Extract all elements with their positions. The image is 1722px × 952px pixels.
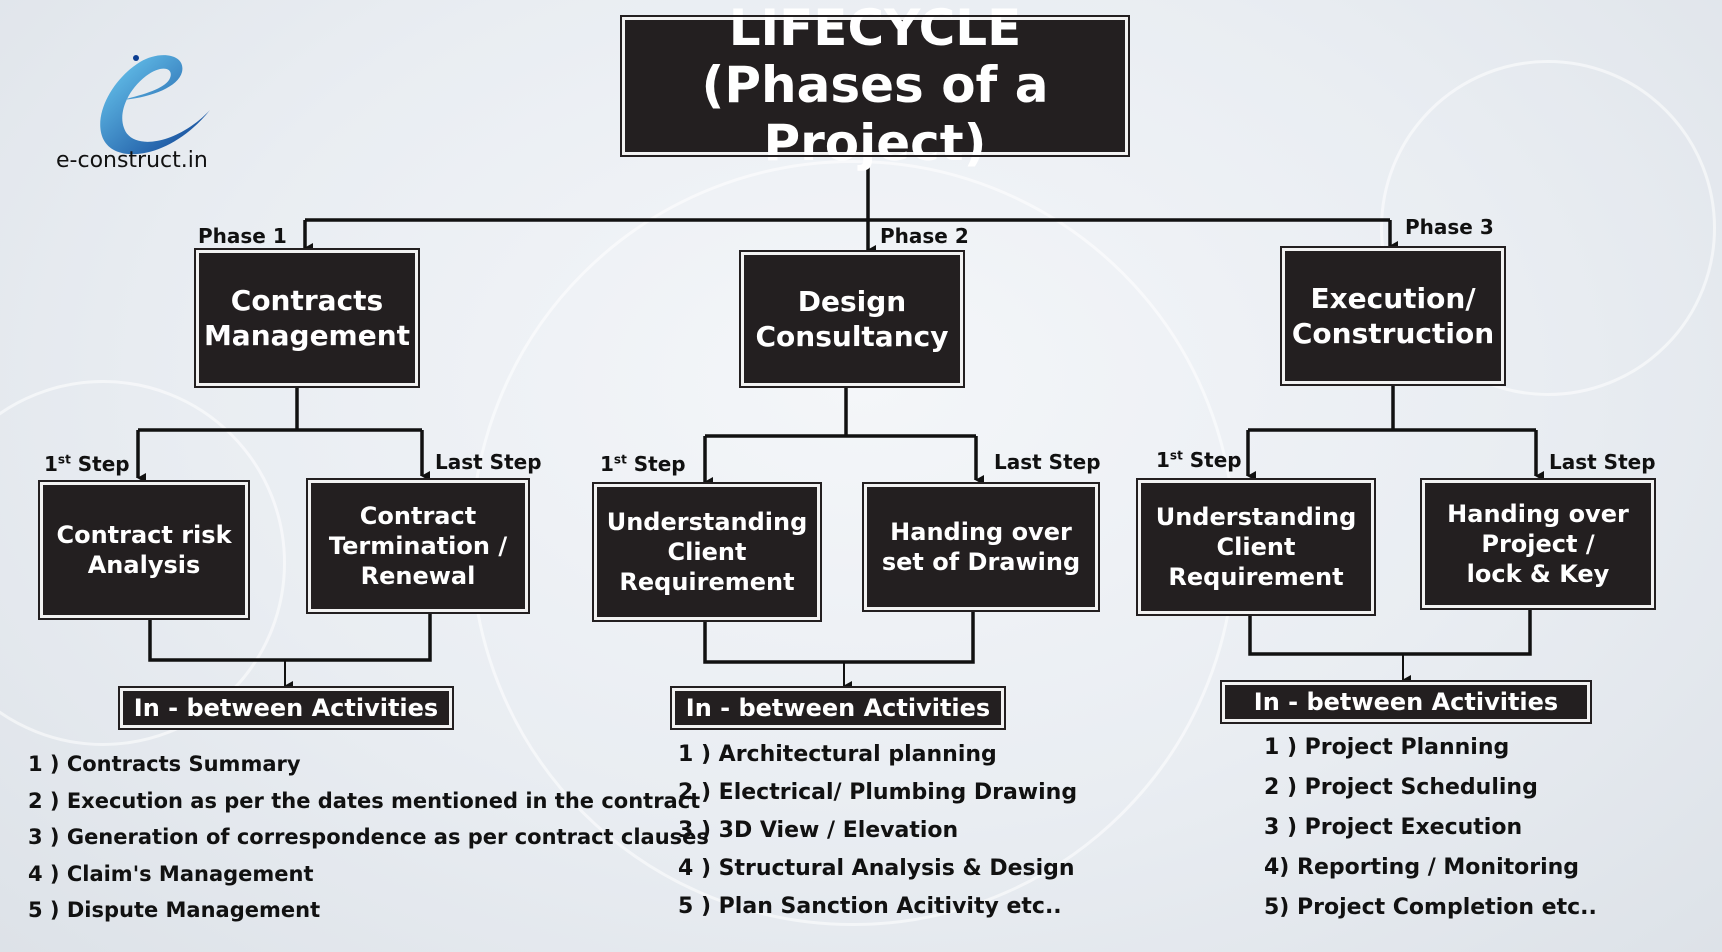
step-line: Project / <box>1481 530 1595 558</box>
logo <box>50 28 230 178</box>
phase-3-name-line: Execution/ <box>1310 282 1476 315</box>
phase-2-first-step-tag: 1st Step <box>600 452 686 476</box>
phase-2-first-step-box: Understanding Client Requirement <box>592 482 822 622</box>
step-line: Client <box>667 538 747 566</box>
phase-1-box: Contracts Management <box>194 248 420 388</box>
step-line: Requirement <box>1168 563 1344 591</box>
list-item: 3 ) 3D View / Elevation <box>678 818 959 843</box>
list-item: 4 ) Claim's Management <box>28 861 314 886</box>
step-line: Contract risk <box>56 521 232 549</box>
list-item: 3 ) Project Execution <box>1264 815 1523 840</box>
title-line-1: LIFECYCLE <box>728 0 1022 57</box>
phase-1-first-step-tag: 1st Step <box>44 452 130 476</box>
title-line-2: (Phases of a Project) <box>701 56 1049 172</box>
list-item: 2 ) Electrical/ Plumbing Drawing <box>678 780 1078 805</box>
list-item: 2 ) Project Scheduling <box>1264 775 1538 800</box>
step-line: Contract <box>359 502 477 530</box>
phase-2-box: Design Consultancy <box>739 250 965 388</box>
background-decoration <box>1380 60 1716 396</box>
phase-2-last-step-box: Handing over set of Drawing <box>862 482 1100 612</box>
phase-1-activity-list: 1 ) Contracts Summary 2 ) Execution as p… <box>28 746 709 929</box>
phase-1-name-line: Contracts <box>230 284 384 317</box>
phase-3-name-line: Construction <box>1291 317 1495 350</box>
step-line: Understanding <box>1155 503 1357 531</box>
step-line: set of Drawing <box>881 548 1081 576</box>
step-line: lock & Key <box>1466 560 1610 588</box>
phase-3-tag: Phase 3 <box>1405 215 1494 239</box>
phase-1-tag: Phase 1 <box>198 224 287 248</box>
phase-3-activity-list: 1 ) Project Planning 2 ) Project Schedul… <box>1264 728 1597 928</box>
phase-1-last-step-box: Contract Termination / Renewal <box>306 478 530 614</box>
list-item: 3 ) Generation of correspondence as per … <box>28 825 709 849</box>
step-line: Understanding <box>606 508 808 536</box>
lifecycle-title-box: LIFECYCLE (Phases of a Project) <box>620 0 1130 172</box>
step-line: Analysis <box>87 551 201 579</box>
list-item: 5 ) Dispute Management <box>28 898 321 922</box>
phase-2-name-line: Consultancy <box>755 320 949 353</box>
e-swoosh-logo-icon <box>100 55 210 155</box>
list-item: 4) Reporting / Monitoring <box>1264 855 1580 880</box>
phase-1-name-line: Management <box>203 319 411 352</box>
phase-3-first-step-box: Understanding Client Requirement <box>1136 478 1376 616</box>
phase-3-last-step-tag: Last Step <box>1549 450 1656 474</box>
step-line: Handing over <box>1447 500 1629 528</box>
phase-2-name-line: Design <box>797 285 907 318</box>
list-item: 1 ) Project Planning <box>1264 735 1510 760</box>
phase-2-activities-label: In - between Activities <box>670 686 1006 730</box>
phase-3-activities-label: In - between Activities <box>1220 680 1592 724</box>
list-item: 5) Project Completion etc.. <box>1264 895 1597 920</box>
phase-1-last-step-tag: Last Step <box>435 450 542 474</box>
list-item: 2 ) Execution as per the dates mentioned… <box>28 788 701 813</box>
phase-1-first-step-box: Contract risk Analysis <box>38 480 250 620</box>
list-item: 1 ) Contracts Summary <box>28 752 301 776</box>
phase-2-tag: Phase 2 <box>880 224 969 248</box>
step-line: Termination / <box>328 532 508 560</box>
step-line: Requirement <box>619 568 795 596</box>
phase-2-activity-list: 1 ) Architectural planning 2 ) Electrica… <box>678 736 1077 926</box>
phase-3-first-step-tag: 1st Step <box>1156 448 1242 472</box>
phase-1-activities-label: In - between Activities <box>118 686 454 730</box>
list-item: 1 ) Architectural planning <box>678 742 997 767</box>
phase-2-last-step-tag: Last Step <box>994 450 1101 474</box>
phase-3-box: Execution/ Construction <box>1280 246 1506 386</box>
list-item: 5 ) Plan Sanction Acitivity etc.. <box>678 894 1062 919</box>
step-line: Handing over <box>890 518 1072 546</box>
step-line: Client <box>1216 533 1296 561</box>
list-item: 4 ) Structural Analysis & Design <box>678 856 1075 881</box>
step-line: Renewal <box>360 562 476 590</box>
logo-text: e-construct.in <box>56 148 208 173</box>
phase-3-last-step-box: Handing over Project / lock & Key <box>1420 478 1656 610</box>
